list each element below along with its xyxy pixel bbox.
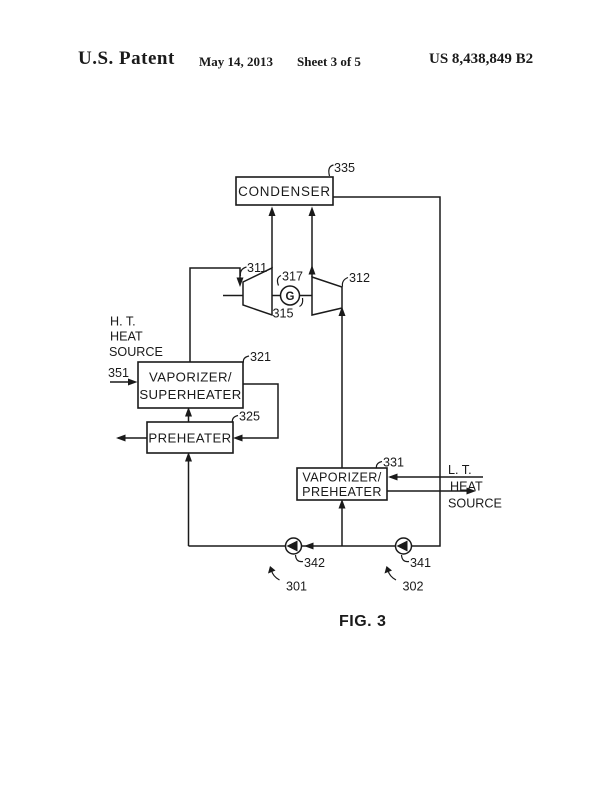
ref-351-label: 351 xyxy=(108,366,129,380)
ref-341-leader-line xyxy=(400,554,410,563)
lt-source-label-line1: L. T. xyxy=(448,463,472,477)
ref-321-leader-line xyxy=(242,355,250,363)
ref-315-leader-line xyxy=(299,297,304,308)
ref-321-label: 321 xyxy=(250,350,271,364)
superheater-to-preheater-loop-line xyxy=(242,383,279,439)
figure-caption: FIG. 3 xyxy=(339,613,386,630)
ref-301-label: 301 xyxy=(286,580,307,594)
vaporizer-preheater-label-line1: VAPORIZER/ xyxy=(302,471,381,485)
ref-331-leader-line xyxy=(375,460,383,469)
patent-header-date: May 14, 2013 xyxy=(199,54,274,69)
condenser-label: CONDENSER xyxy=(238,184,331,199)
ref-301-leader-line xyxy=(270,570,280,581)
turbine-312-symbol xyxy=(311,275,343,316)
preheater-label: PREHEATER xyxy=(148,431,231,446)
ref-325-leader-line xyxy=(231,414,239,423)
arrow-down-into-turbine-311-icon xyxy=(236,277,244,287)
ht-source-label-line3: SOURCE xyxy=(109,345,163,359)
vaporizer-superheater-label-line2: SUPERHEATER xyxy=(139,387,241,402)
arrow-right-lt-out-icon xyxy=(466,487,476,495)
ref-335-leader-line xyxy=(328,164,334,177)
arrow-up-into-condenser-left-icon xyxy=(268,206,276,216)
arrow-up-into-vaporizer-preheater-icon xyxy=(338,499,346,509)
ref-335-label: 335 xyxy=(334,161,355,175)
ref-315-label: 315 xyxy=(273,307,294,321)
arrow-up-into-condenser-right-icon xyxy=(308,206,316,216)
lt-source-label-line2: HEAT xyxy=(450,480,483,494)
ref-317-label: 317 xyxy=(282,270,303,284)
condenser-box xyxy=(235,176,334,206)
arrow-left-into-preheater-icon xyxy=(233,434,243,442)
arrow-up-mid-exhaust-icon xyxy=(308,265,316,275)
ref-312-leader-line xyxy=(341,276,349,287)
generator-label: G xyxy=(286,291,295,303)
condensate-return-line xyxy=(188,196,441,547)
generator-symbol xyxy=(279,285,301,306)
vaporizer-superheater-label-line1: VAPORIZER/ xyxy=(149,370,232,385)
ref-317-leader-line xyxy=(276,274,282,286)
arrow-up-into-superheater-icon xyxy=(185,407,192,417)
arrow-left-lt-in-icon xyxy=(388,473,398,481)
ref-331-label: 331 xyxy=(383,456,404,470)
ref-301-arrow-icon xyxy=(268,566,276,574)
arrow-left-into-pump-342-icon xyxy=(304,542,314,550)
preheater-box xyxy=(146,421,234,454)
vaporizer-preheater-box xyxy=(296,467,388,501)
ref-311-leader-line xyxy=(239,266,247,277)
arrow-left-ht-out-icon xyxy=(116,434,126,442)
lt-source-label-line3: SOURCE xyxy=(448,497,502,511)
pump-342-impeller-icon xyxy=(286,540,298,552)
ref-342-label: 342 xyxy=(304,556,325,570)
patent-header-title: U.S. Patent xyxy=(78,48,175,69)
arrow-up-into-preheater-icon xyxy=(185,452,192,462)
ref-325-label: 325 xyxy=(239,410,260,424)
ref-311-label: 311 xyxy=(247,261,267,275)
ref-302-leader-line xyxy=(387,570,397,581)
vaporizer-preheater-label-line2: PREHEATER xyxy=(302,485,382,499)
arrow-up-into-turbine-312-icon xyxy=(338,306,346,316)
arrow-right-ht-in-icon xyxy=(128,378,138,386)
ref-302-arrow-icon xyxy=(384,566,392,574)
ref-312-label: 312 xyxy=(349,271,370,285)
patent-header-patent-number: US 8,438,849 B2 xyxy=(429,51,534,67)
ht-source-label-line1: H. T. xyxy=(110,315,136,329)
patent-header-sheet-number: Sheet 3 of 5 xyxy=(297,54,361,69)
vaporizer-superheater-box xyxy=(137,361,244,409)
turbine-311-symbol xyxy=(242,266,273,317)
ref-341-label: 341 xyxy=(410,556,431,570)
ref-342-leader-line xyxy=(294,554,304,563)
ht-source-label-line2: HEAT xyxy=(110,330,143,344)
superheater-to-turbine-line xyxy=(189,267,241,362)
ref-302-label: 302 xyxy=(403,580,424,594)
pump-341-impeller-icon xyxy=(396,540,408,552)
